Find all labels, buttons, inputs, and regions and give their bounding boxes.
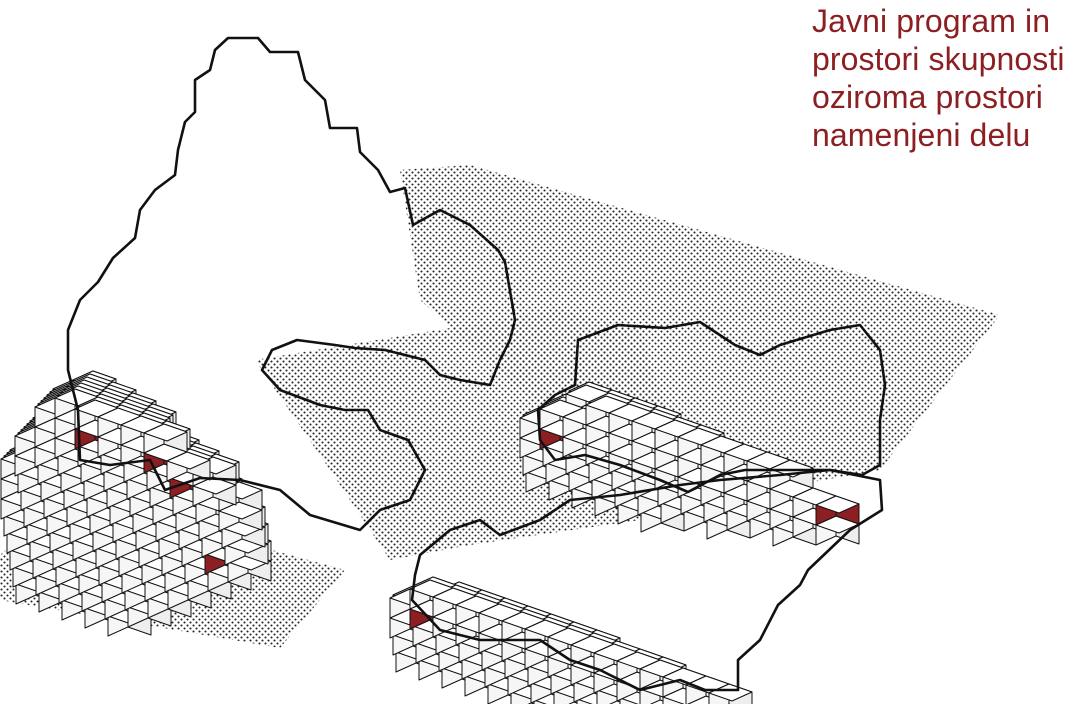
legend-text: Javni program in prostori skupnosti ozir…	[812, 2, 1090, 154]
legend-line-3: oziroma prostori	[812, 78, 1090, 116]
legend-line-4: namenjeni delu	[812, 116, 1090, 154]
legend-line-2: prostori skupnosti	[812, 40, 1090, 78]
legend-line-1: Javni program in	[812, 2, 1090, 40]
